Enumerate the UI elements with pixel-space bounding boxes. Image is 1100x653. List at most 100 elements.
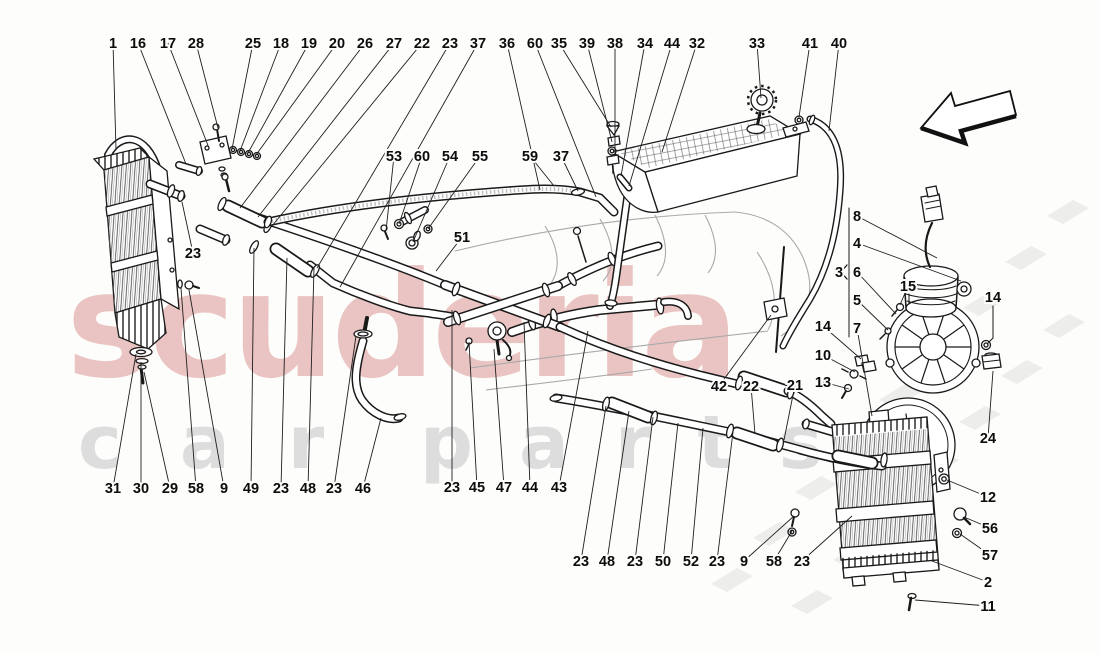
part-number-35: 35 — [551, 36, 567, 52]
part-number-52: 52 — [683, 554, 699, 570]
part-number-23: 23 — [794, 554, 810, 570]
part-number-28: 28 — [188, 36, 204, 52]
thermo-switch — [953, 507, 967, 521]
side-bolt — [184, 280, 194, 290]
part-number-23: 23 — [444, 480, 460, 496]
shroud-screw — [884, 327, 892, 335]
part-number-23: 23 — [709, 554, 725, 570]
leader-line-22 — [750, 385, 756, 435]
leader-line-60 — [534, 42, 597, 198]
part-number-23: 23 — [573, 554, 589, 570]
motor-cable — [924, 221, 934, 269]
leader-line-40 — [828, 42, 840, 132]
filler-neck — [746, 123, 766, 135]
part-number-32: 32 — [689, 36, 705, 52]
part-number-44: 44 — [664, 36, 680, 52]
part-number-60: 60 — [414, 149, 430, 165]
leader-line-1 — [112, 42, 117, 151]
leader-line-9 — [188, 289, 225, 489]
leader-line-23 — [801, 515, 853, 562]
leader-line-52 — [690, 427, 704, 562]
leader-line-4 — [856, 242, 962, 282]
drain-bolt — [137, 364, 147, 370]
leader-line-21 — [783, 384, 796, 441]
part-number-14: 14 — [985, 290, 1001, 306]
bottom-pipe-run — [549, 393, 888, 471]
washer — [135, 357, 149, 365]
leader-line-23 — [580, 405, 607, 562]
part-number-20: 20 — [329, 36, 345, 52]
part-number-40: 40 — [831, 36, 847, 52]
part-number-55: 55 — [472, 149, 488, 165]
fan-motor — [903, 265, 959, 287]
leader-lines — [112, 42, 994, 607]
leader-line-11 — [914, 599, 989, 607]
part-number-53: 53 — [386, 149, 402, 165]
overflow-hose — [763, 114, 845, 353]
mount-bracket — [199, 135, 232, 165]
part-number-1: 1 — [109, 36, 117, 52]
part-number-4: 4 — [853, 236, 861, 252]
leader-line-44 — [628, 42, 673, 187]
leader-line-10 — [822, 354, 856, 373]
part-number-36: 36 — [499, 36, 515, 52]
radiator-strap-lower — [835, 500, 935, 523]
part-number-15: 15 — [900, 279, 916, 295]
leader-line-24 — [987, 370, 994, 439]
leader-line-60 — [398, 155, 423, 225]
leader-line-41 — [798, 42, 811, 118]
leader-line-23 — [181, 201, 194, 254]
part-number-46: 46 — [355, 481, 371, 497]
leader-line-50 — [662, 422, 679, 562]
part-number-60: 60 — [527, 36, 543, 52]
leader-line-51 — [435, 236, 463, 272]
shroud-bolt — [895, 302, 905, 312]
nut — [607, 135, 621, 147]
radiator-strap-lower — [110, 250, 159, 273]
part-number-22: 22 — [414, 36, 430, 52]
leader-line-12 — [946, 479, 989, 498]
leader-line-28 — [195, 42, 219, 129]
part-number-42: 42 — [711, 379, 727, 395]
leader-line-23 — [333, 335, 357, 489]
part-number-23: 23 — [442, 36, 458, 52]
part-number-29: 29 — [162, 481, 178, 497]
part-number-57: 57 — [982, 548, 998, 564]
leader-line-37 — [339, 42, 479, 288]
part-number-19: 19 — [301, 36, 317, 52]
part-number-54: 54 — [442, 149, 458, 165]
leader-line-27 — [257, 42, 395, 218]
part-number-3: 3 — [835, 265, 843, 281]
part-number-34: 34 — [637, 36, 653, 52]
leader-line-49 — [250, 247, 255, 489]
part-number-7: 7 — [853, 321, 861, 337]
fan-hub — [919, 333, 947, 361]
leader-line-26 — [239, 42, 366, 209]
radiator-strap-upper — [105, 194, 154, 217]
part-number-37: 37 — [553, 149, 569, 165]
watermark-sub-left: car — [78, 400, 382, 486]
part-number-48: 48 — [300, 481, 316, 497]
leader-line-58 — [773, 530, 793, 562]
leader-line-13 — [822, 381, 850, 390]
leader-line-39 — [586, 42, 613, 143]
part-number-23: 23 — [627, 554, 643, 570]
part-number-37: 37 — [470, 36, 486, 52]
part-number-23: 23 — [273, 481, 289, 497]
part-number-5: 5 — [853, 293, 861, 309]
leader-line-15 — [899, 285, 909, 306]
part-number-58: 58 — [766, 554, 782, 570]
part-number-25: 25 — [245, 36, 261, 52]
part-number-38: 38 — [607, 36, 623, 52]
leader-line-16 — [137, 42, 187, 165]
leader-line-48 — [606, 410, 630, 562]
leader-line-37 — [560, 155, 579, 192]
leader-line-58 — [180, 287, 197, 489]
leader-line-53 — [385, 155, 395, 232]
leader-line-22 — [271, 42, 423, 227]
part-number-44: 44 — [522, 480, 538, 496]
part-number-47: 47 — [496, 480, 512, 496]
leader-line-8 — [856, 215, 938, 259]
leader-line-6 — [856, 271, 897, 315]
